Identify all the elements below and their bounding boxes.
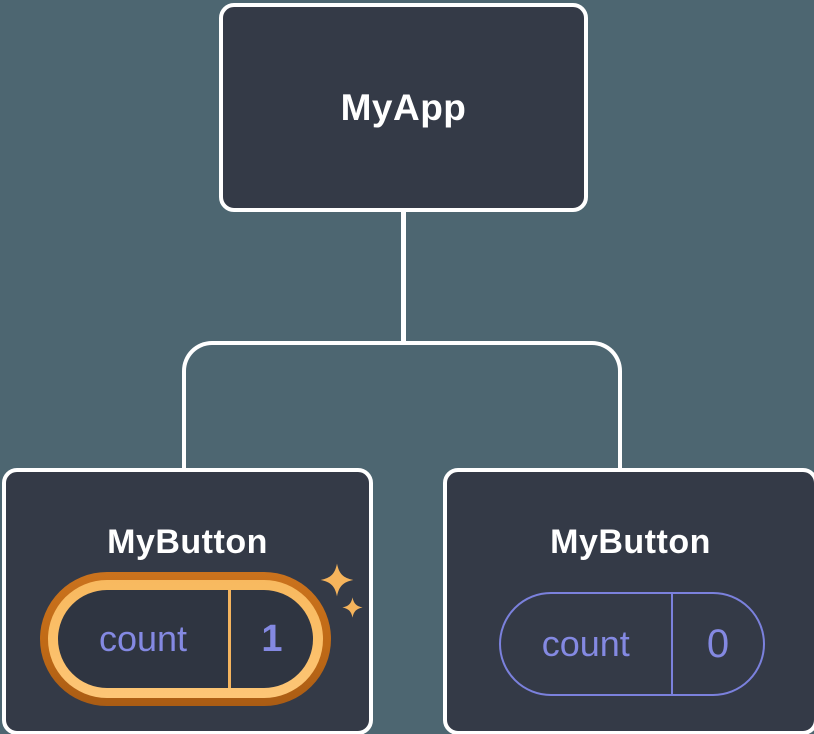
state-pill-divider [228, 590, 231, 688]
child-node-label: MyButton [107, 523, 268, 561]
child-node-label: MyButton [550, 523, 711, 561]
state-name-label: count [98, 618, 188, 659]
child-node-mybutton-right: MyButton count 0 [443, 468, 814, 734]
state-pill-highlight-ring: count 1 [48, 580, 323, 698]
state-pill-highlighted: count 1 [40, 572, 331, 706]
connector-branch [182, 341, 622, 468]
root-node-myapp: MyApp [219, 3, 588, 212]
sparkle-icon-small [342, 597, 363, 618]
state-name-label: count [541, 623, 630, 664]
state-pill-normal: count 0 [499, 592, 765, 696]
connector-root-trunk [401, 210, 406, 345]
state-pill-divider [670, 594, 673, 694]
state-value: 0 [706, 621, 730, 666]
state-pill-body: count 1 [58, 590, 313, 688]
state-value: 1 [261, 617, 283, 660]
sparkle-icon-large [320, 563, 354, 597]
root-node-label: MyApp [340, 86, 467, 128]
